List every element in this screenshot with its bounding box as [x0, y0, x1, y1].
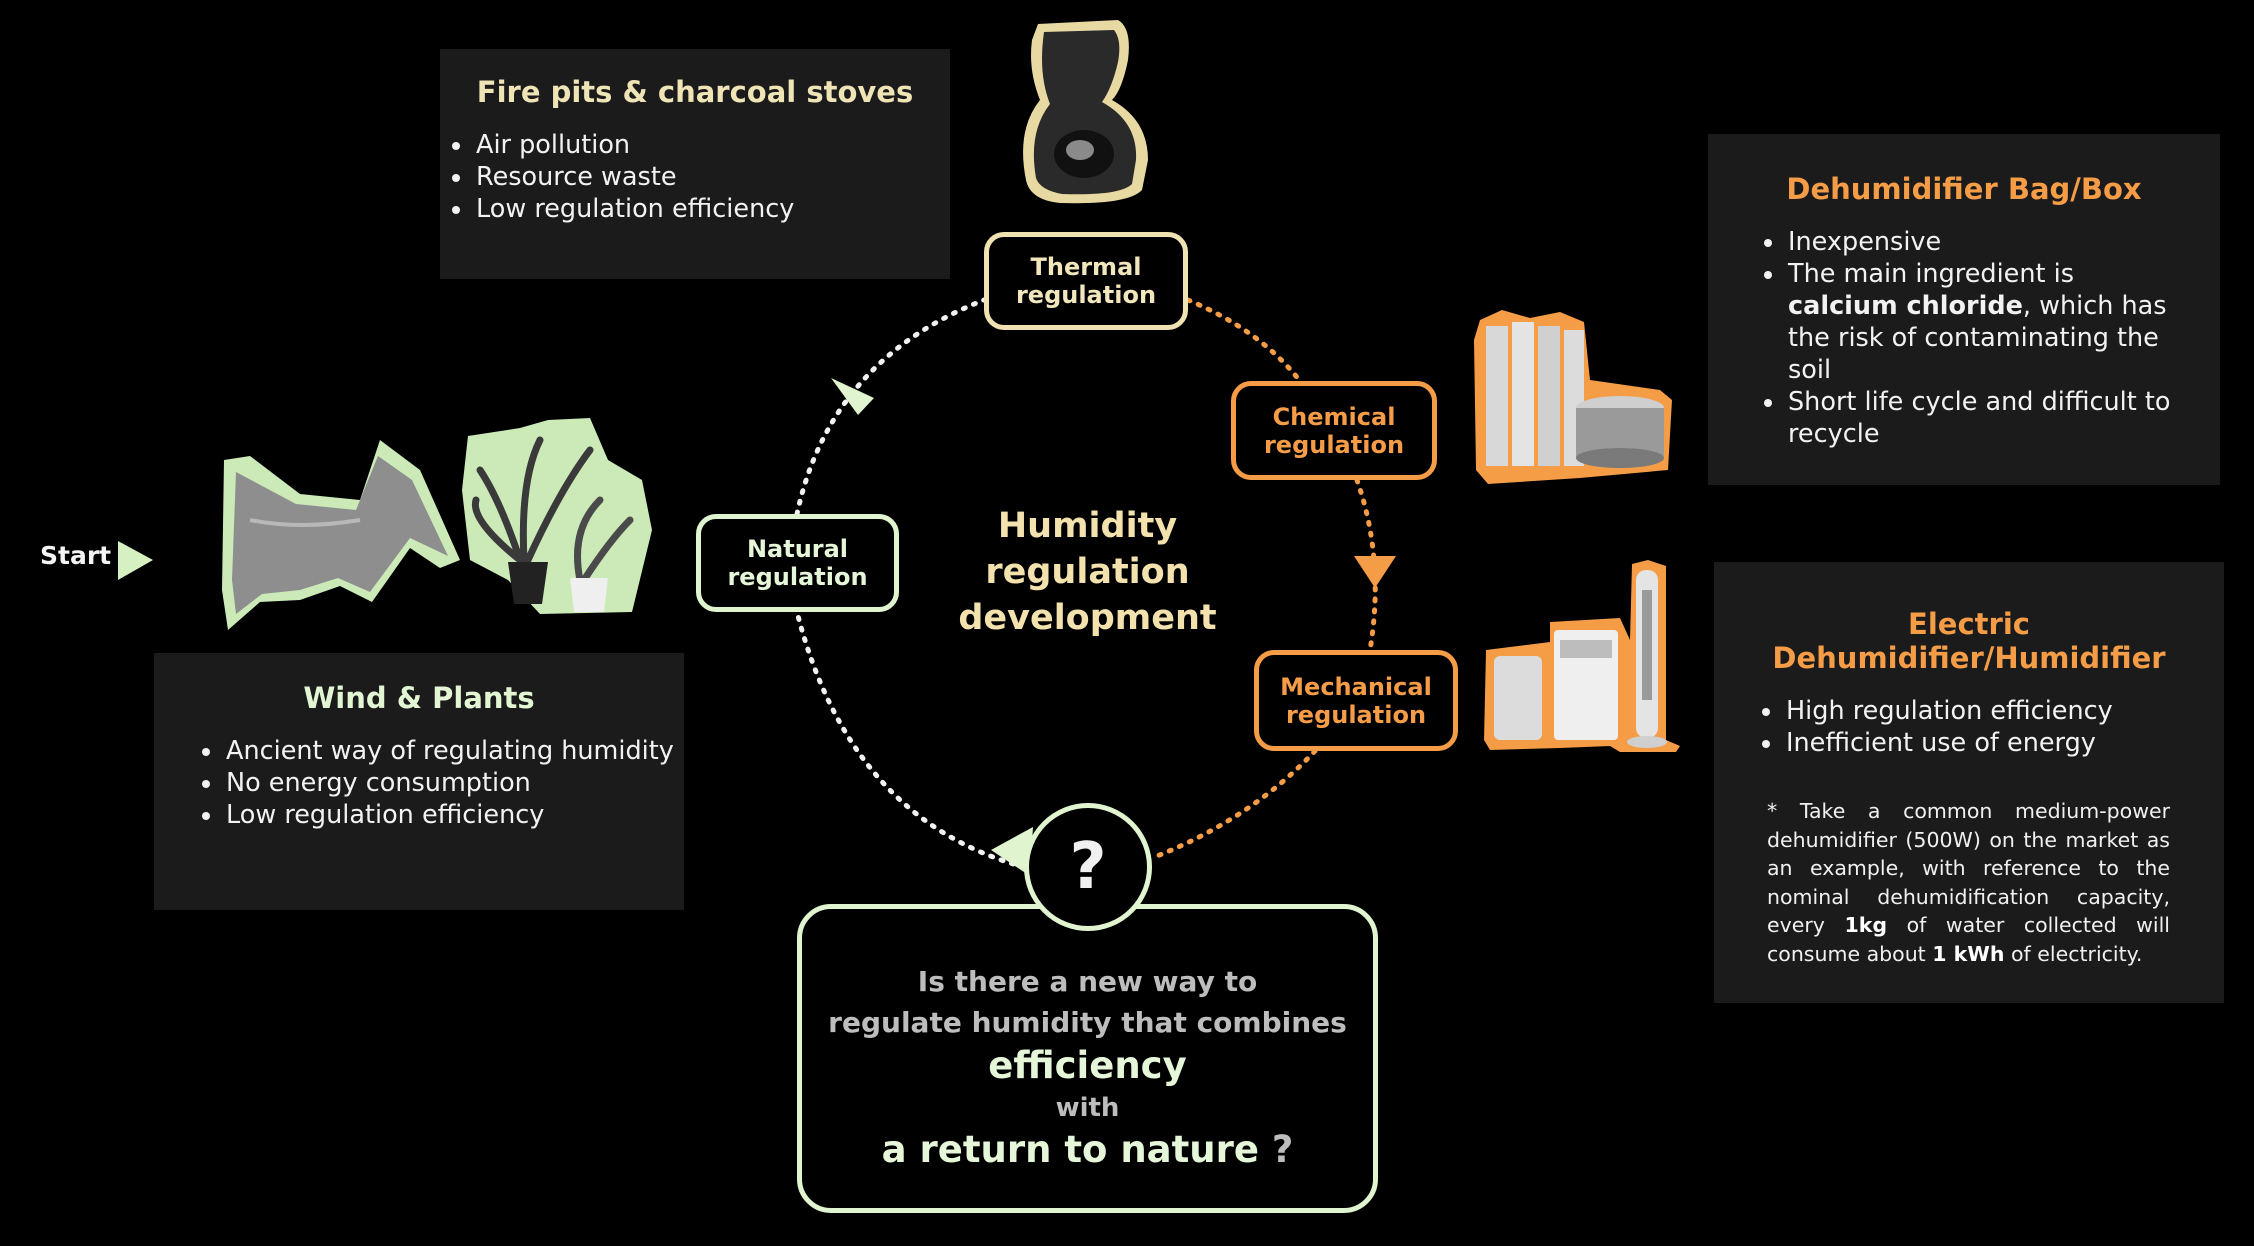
- footnote-text: of electricity.: [2004, 941, 2143, 966]
- question-line-1: Is there a new way to: [917, 965, 1258, 998]
- start-label: Start: [40, 541, 112, 570]
- natural-regulation-label: Natural regulation: [727, 535, 868, 591]
- mechanical-regulation-label: Mechanical regulation: [1280, 672, 1432, 729]
- arc-mechanical-question: [1149, 748, 1318, 861]
- list-item: Low regulation efficiency: [474, 193, 950, 225]
- charcoal-stove-image: [1023, 20, 1148, 204]
- list-item: Resource waste: [474, 161, 950, 193]
- question-return-to-nature: a return to nature: [881, 1128, 1259, 1171]
- chemical-regulation-node: Chemical regulation: [1231, 381, 1437, 480]
- electric-dehumidifier-title: Electric Dehumidifier/Humidifier: [1772, 607, 2166, 675]
- footnote-text: of water collected will consume about: [1767, 913, 2170, 966]
- natural-regulation-node: Natural regulation: [696, 514, 899, 612]
- wind-cloth-image: [222, 440, 460, 630]
- dehumidifier-bag-list: Inexpensive The main ingredient is calci…: [1708, 226, 2220, 450]
- fire-pits-panel: Fire pits & charcoal stoves Air pollutio…: [440, 49, 950, 279]
- start-arrow-icon: [118, 541, 153, 580]
- question-with: with: [1055, 1093, 1120, 1123]
- question-efficiency: efficiency: [988, 1044, 1187, 1087]
- wind-plants-title: Wind & Plants: [303, 681, 535, 715]
- list-item: Short life cycle and difficult to recycl…: [1786, 386, 2180, 450]
- dehumidifier-bag-panel: Dehumidifier Bag/Box Inexpensive The mai…: [1708, 134, 2220, 485]
- arc-thermal-chemical: [1185, 297, 1303, 384]
- energy-footnote: * Take a common medium-power dehumidifie…: [1767, 797, 2170, 968]
- question-return-line: a return to nature ?: [802, 1127, 1373, 1173]
- list-item: No energy consumption: [224, 767, 684, 799]
- electric-dehumidifier-image: [1484, 560, 1680, 752]
- wind-plants-list: Ancient way of regulating humidity No en…: [154, 735, 684, 831]
- arc-natural-thermal: [794, 297, 987, 517]
- question-box: Is there a new way to regulate humidity …: [797, 904, 1378, 1213]
- footnote-text: * Take a common medium-power dehumidifie…: [1767, 799, 2170, 937]
- list-item: Low regulation efficiency: [224, 799, 684, 831]
- chemical-regulation-label: Chemical regulation: [1263, 402, 1405, 459]
- list-item: The main ingredient is calcium chloride,…: [1786, 258, 2180, 386]
- arc-question-natural: [794, 609, 1027, 870]
- mechanical-regulation-node: Mechanical regulation: [1254, 650, 1458, 751]
- question-line-2: regulate humidity that combines: [828, 1006, 1347, 1039]
- dehumidifier-bag-title: Dehumidifier Bag/Box: [1786, 172, 2142, 206]
- arc-chemical-mechanical: [1354, 477, 1378, 653]
- list-item: Ancient way of regulating humidity: [224, 735, 684, 767]
- question-mark-icon: ?: [1024, 803, 1152, 931]
- fire-pits-title: Fire pits & charcoal stoves: [476, 75, 914, 109]
- arrow-to-question-icon: [991, 827, 1033, 876]
- list-item: Inexpensive: [1786, 226, 2180, 258]
- wind-plants-panel: Wind & Plants Ancient way of regulating …: [154, 653, 684, 910]
- thermal-regulation-node: Thermal regulation: [984, 232, 1188, 330]
- list-item: Air pollution: [474, 129, 950, 161]
- electric-dehumidifier-panel: Electric Dehumidifier/Humidifier High re…: [1714, 562, 2224, 1003]
- list-item: Inefficient use of energy: [1784, 727, 2224, 759]
- question-mark-inline: ?: [1271, 1128, 1294, 1171]
- footnote-1kg: 1kg: [1844, 913, 1888, 937]
- fire-pits-list: Air pollution Resource waste Low regulat…: [440, 129, 950, 225]
- thermal-regulation-label: Thermal regulation: [1015, 253, 1157, 309]
- list-item: High regulation efficiency: [1784, 695, 2224, 727]
- cycle-center-title: Humidity regulation development: [958, 506, 1217, 638]
- arrow-to-thermal-icon: [831, 378, 874, 415]
- electric-dehumidifier-list: High regulation efficiency Inefficient u…: [1714, 695, 2224, 759]
- list-item-text: , which has the risk of contaminating th…: [1788, 291, 2167, 385]
- dehumidifier-bag-image: [1474, 310, 1672, 484]
- arrow-to-mechanical-icon: [1354, 556, 1396, 588]
- footnote-1kwh: 1 kWh: [1932, 941, 2005, 966]
- plants-image: [462, 418, 652, 614]
- list-item-text: The main ingredient is: [1788, 259, 2074, 289]
- calcium-chloride-text: calcium chloride: [1788, 291, 2023, 321]
